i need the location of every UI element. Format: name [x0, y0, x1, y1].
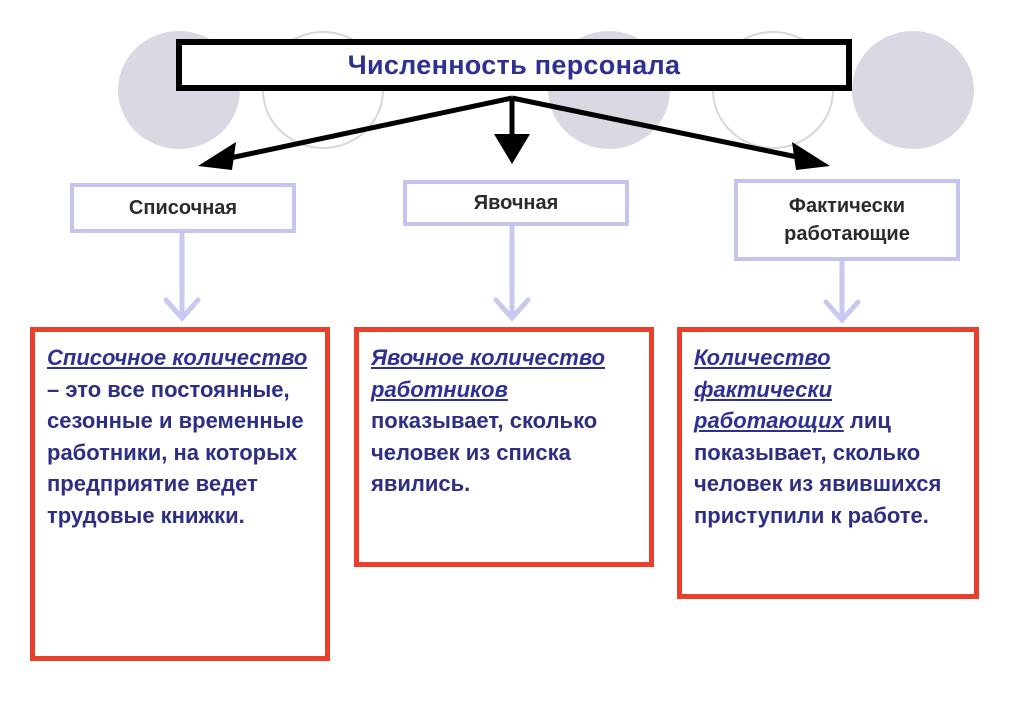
- category-spisochnaya: Списочная: [70, 183, 296, 233]
- connector-1-head: [163, 297, 201, 322]
- definition-yavochnoe: Явочное количество работников показывает…: [354, 327, 654, 567]
- definition-term: Количество фактически работающих: [694, 345, 844, 433]
- arrow-to-spisochnaya: [229, 95, 513, 161]
- category-label-line2: работающие: [784, 223, 910, 245]
- definition-body: лиц показывает, сколько человек из явивш…: [694, 408, 942, 528]
- title-arrows: [229, 95, 803, 161]
- definition-text: Списочное количество – это все постоянны…: [47, 342, 311, 531]
- arrow-to-fakticheski: [511, 95, 803, 161]
- definition-text: Количество фактически работающих лиц пок…: [694, 342, 960, 531]
- definition-fakticheskoe: Количество фактически работающих лиц пок…: [677, 327, 979, 599]
- definition-body: показывает, сколько человек из списка яв…: [371, 408, 598, 496]
- definition-text: Явочное количество работников показывает…: [371, 342, 635, 500]
- category-label: Списочная: [128, 197, 238, 219]
- diagram-title: Численность персонала: [347, 49, 681, 80]
- definition-body: – это все постоянные, сезонные и временн…: [47, 376, 304, 528]
- arrowhead-right: [792, 142, 830, 170]
- arrowhead-left: [198, 142, 236, 170]
- decor-circle-5: [852, 31, 974, 149]
- definition-term: Явочное количество работников: [371, 345, 606, 402]
- category-yavochnaya: Явочная: [403, 180, 629, 226]
- definition-spisochnoe: Списочное количество – это все постоянны…: [30, 327, 330, 661]
- category-fakticheski: Фактически работающие: [734, 179, 960, 261]
- definition-term: Списочное количество: [47, 345, 308, 370]
- connector-2-head: [493, 297, 531, 322]
- category-label-line1: Фактически: [788, 195, 906, 217]
- category-label: Явочная: [473, 192, 559, 214]
- title-box: Численность персонала: [176, 39, 852, 91]
- connector-3-head: [823, 299, 861, 324]
- arrowhead-center: [494, 134, 530, 164]
